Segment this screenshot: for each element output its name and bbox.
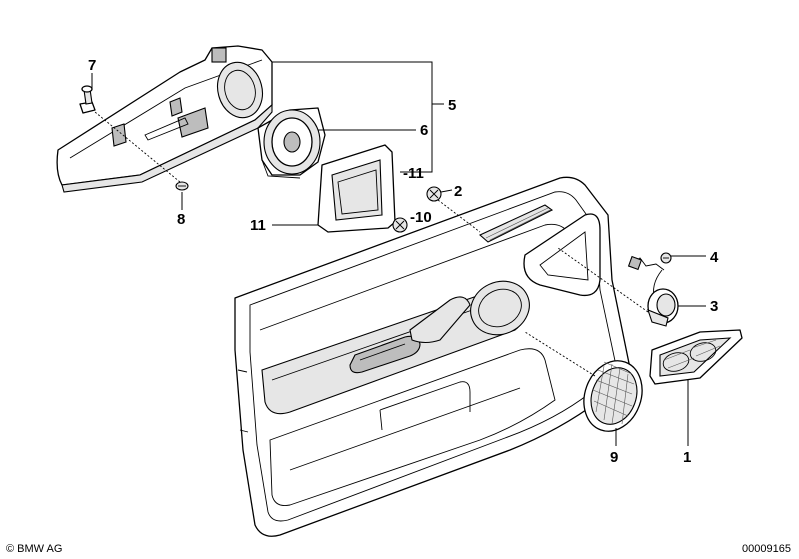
speaker-woofer-part-6 — [257, 107, 326, 179]
bolt-part-7 — [79, 85, 96, 114]
callout-6: 6 — [420, 122, 428, 139]
screw-part-8 — [94, 111, 189, 191]
callout-9: 9 — [610, 449, 618, 466]
speaker-grille-part-9 — [524, 331, 643, 432]
screw-part-4 — [660, 252, 672, 264]
callout-5: 5 — [448, 97, 456, 114]
callout-1: 1 — [683, 449, 691, 466]
callout-8: 8 — [177, 211, 185, 228]
callout-4: 4 — [710, 249, 719, 266]
callout-2: 2 — [454, 183, 462, 200]
clip-part-10 — [392, 217, 408, 233]
tweeter-grille-part-1 — [649, 329, 743, 385]
callout-11-right: -11 — [403, 165, 424, 182]
diagram-reference-number: 00009165 — [742, 543, 791, 555]
speaker-bracket — [56, 45, 273, 193]
leader-lines — [91, 61, 706, 446]
callout-7: 7 — [88, 57, 96, 74]
callout-11-left: 11 — [250, 217, 266, 234]
speaker-frame-part-11 — [317, 144, 396, 233]
callout-3: 3 — [710, 298, 718, 315]
copyright-label: © BMW AG — [6, 543, 63, 555]
clip-part-2 — [426, 186, 481, 233]
door-trim-panel — [234, 176, 633, 537]
tweeter-part-3 — [557, 247, 679, 327]
callout-10: -10 — [410, 209, 432, 226]
